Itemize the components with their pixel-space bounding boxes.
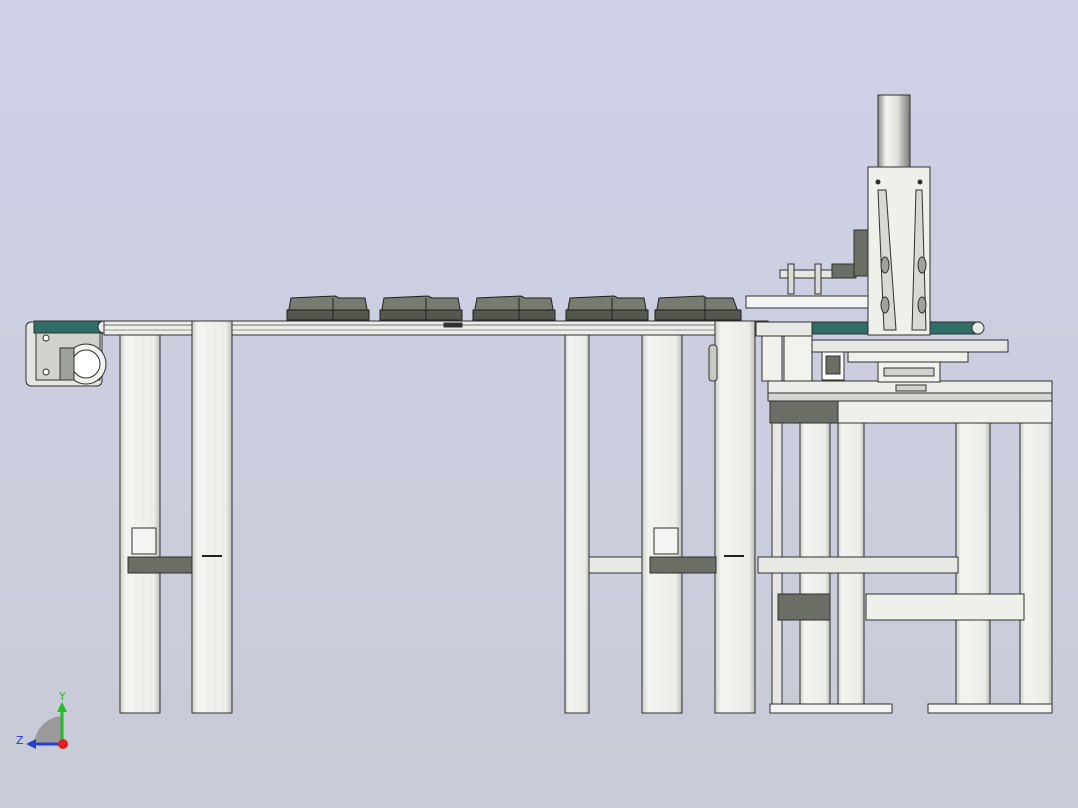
tray-row[interactable]	[286, 295, 742, 321]
column-hole-4	[917, 296, 927, 314]
belt-drive-section	[33, 320, 103, 334]
leg-bracket-left	[127, 556, 193, 574]
tray-4[interactable]	[565, 295, 649, 321]
lift-cylinder[interactable]	[877, 94, 911, 168]
conveyor-assembly[interactable]	[25, 320, 769, 387]
orientation-triad[interactable]: Y Z	[16, 690, 68, 749]
column-hole-1	[880, 256, 890, 274]
drive-motor-housing[interactable]	[25, 321, 107, 387]
conveyor-legs[interactable]	[119, 320, 756, 714]
rotary-table[interactable]	[811, 339, 1009, 392]
tray-3[interactable]	[472, 295, 556, 321]
leg-1[interactable]	[119, 334, 161, 714]
column-hole-2	[917, 256, 927, 274]
frame-post-4[interactable]	[955, 422, 991, 714]
tray-5[interactable]	[654, 295, 742, 321]
tray-1[interactable]	[286, 295, 370, 321]
frame-foot-1	[769, 703, 893, 714]
axis-x-icon	[58, 739, 68, 749]
frame-crossbar[interactable]	[865, 593, 1025, 621]
leg-3[interactable]	[564, 334, 590, 714]
frame-post-5[interactable]	[1019, 422, 1053, 714]
tray-2[interactable]	[379, 295, 463, 321]
leg-2[interactable]	[191, 320, 233, 714]
leg-5[interactable]	[714, 320, 756, 714]
cross-rail	[588, 556, 643, 574]
clamp-arm[interactable]	[745, 229, 871, 309]
triad-label-y: Y	[58, 690, 66, 703]
frame-foot-2	[927, 703, 1053, 714]
triad-label-z: Z	[16, 734, 24, 747]
leg-4[interactable]	[641, 334, 683, 714]
column-hole-3	[880, 296, 890, 314]
leg-bracket-right	[649, 556, 717, 574]
triad-arc	[34, 716, 62, 744]
lift-column[interactable]	[867, 94, 931, 336]
